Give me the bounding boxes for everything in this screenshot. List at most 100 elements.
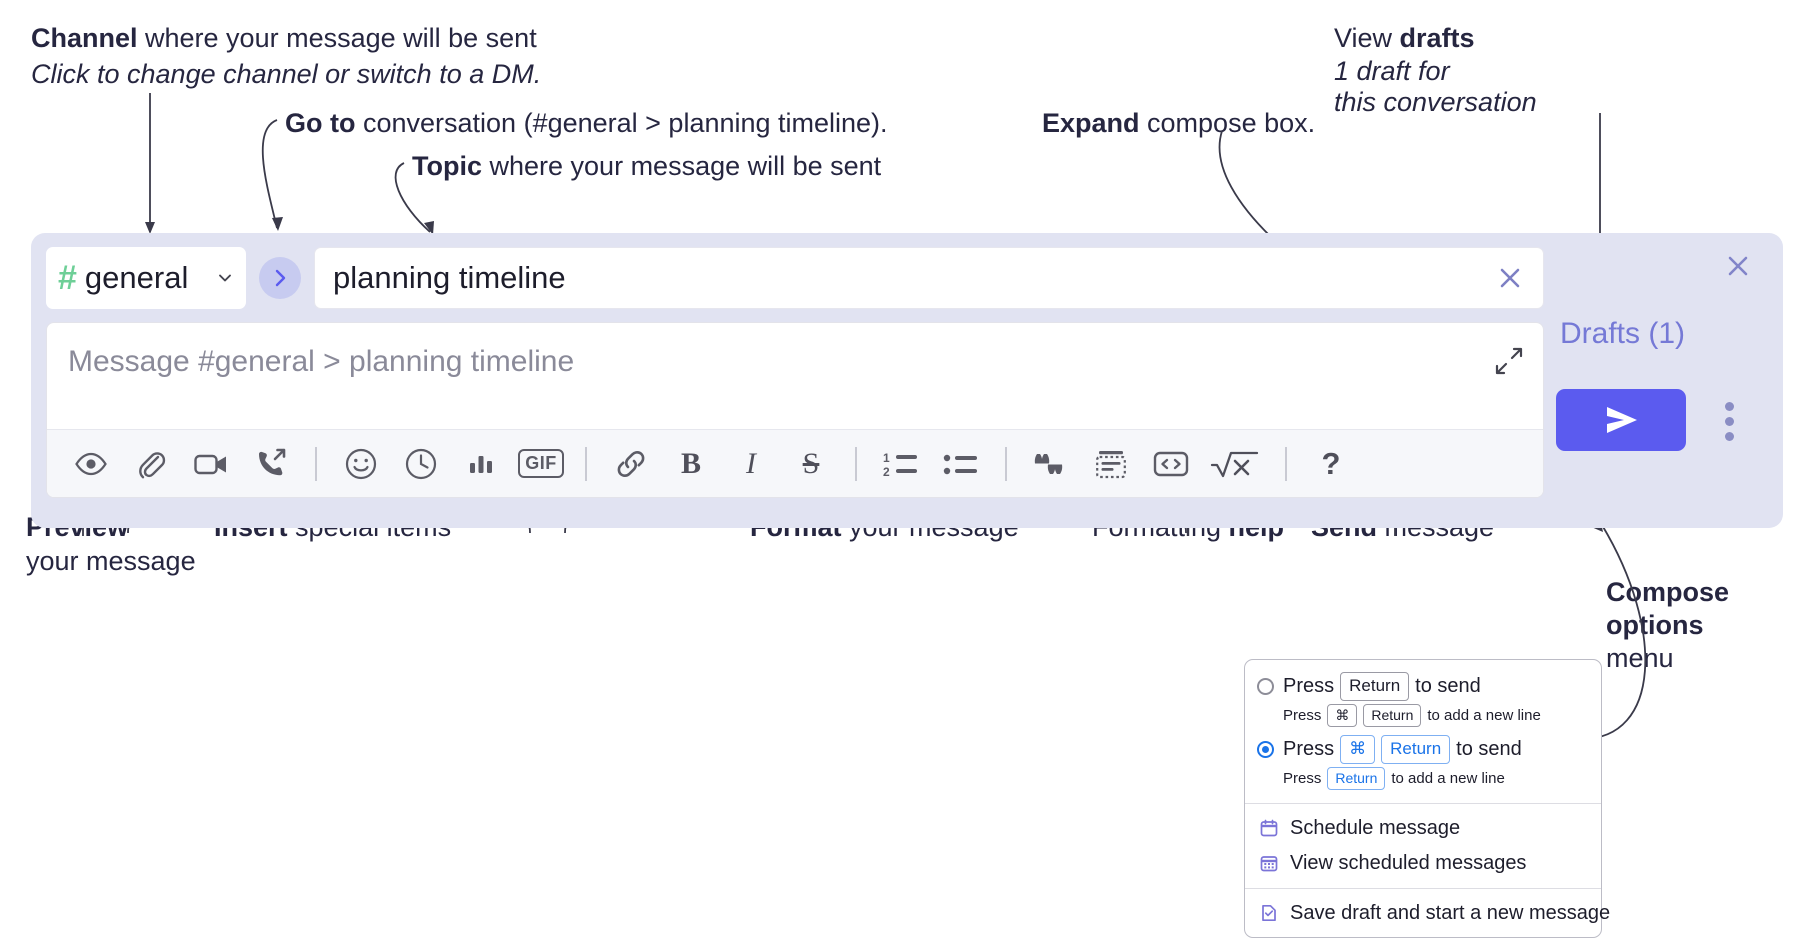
menu-radio-sub: Press Return to add a new line [1245, 764, 1601, 796]
annotation-drafts: View drafts [1334, 22, 1475, 54]
help-icon[interactable]: ? [1309, 442, 1353, 486]
key-badge: ⌘ [1327, 703, 1358, 727]
message-input-box[interactable]: Message #general > planning timeline [46, 322, 1544, 498]
calendar-schedule-icon [1259, 818, 1279, 838]
math-icon[interactable] [1209, 442, 1263, 486]
code-icon[interactable] [1149, 442, 1193, 486]
annotation-channel-sub: Click to change channel or switch to a D… [31, 58, 541, 90]
poll-icon[interactable] [459, 442, 503, 486]
goto-conversation-button[interactable] [259, 257, 301, 299]
annotation-goto-bold: Go to [285, 108, 356, 138]
overflow-dot [1724, 416, 1734, 426]
topic-input[interactable]: planning timeline [314, 247, 1544, 309]
channel-selector[interactable]: # general [46, 247, 246, 309]
expand-icon[interactable] [1493, 345, 1525, 377]
emoji-icon[interactable] [339, 442, 383, 486]
key-badge: Return [1340, 672, 1410, 701]
menu-divider [1245, 887, 1601, 889]
attachment-icon[interactable] [129, 442, 173, 486]
menu-item-label: Save draft and start a new message [1290, 901, 1611, 924]
annotation-goto: Go to conversation (#general > planning … [285, 107, 888, 139]
annotation-preview-line2-text: your message [26, 546, 196, 576]
drafts-link[interactable]: Drafts (1) [1560, 317, 1686, 350]
calendar-grid-icon [1259, 853, 1279, 873]
save-draft-icon [1259, 903, 1279, 923]
key-badge: Return [1363, 703, 1422, 727]
gif-icon[interactable]: GIF [518, 442, 564, 486]
annotation-expand: Expand compose box. [1042, 107, 1315, 139]
annotation-channel-bold: Channel [31, 23, 138, 53]
chevron-down-icon [216, 269, 234, 287]
compose-panel: # general planning timeline Message #gen… [31, 233, 1783, 528]
menu-radio-option[interactable]: Press Return to send [1245, 670, 1601, 701]
topic-value: planning timeline [333, 260, 566, 295]
link-icon[interactable] [609, 442, 653, 486]
italic-label: I [746, 446, 756, 480]
radio-action-text: to send [1415, 674, 1481, 697]
annotation-drafts-italic2: this conversation [1334, 87, 1537, 117]
annotation-expand-bold: Expand [1042, 108, 1140, 138]
send-button[interactable] [1556, 389, 1686, 451]
overflow-dot [1724, 431, 1734, 441]
radio-label: Press ⌘ Return to send [1283, 734, 1522, 764]
key-badge: Return [1381, 734, 1451, 764]
annotation-drafts-sub2: this conversation [1334, 86, 1537, 118]
radio-button[interactable] [1257, 740, 1274, 758]
annotation-drafts-sub1: 1 draft for [1334, 55, 1450, 87]
menu-item-save-draft[interactable]: Save draft and start a new message [1245, 896, 1610, 931]
annotation-goto-rest: conversation (#general > planning timeli… [355, 108, 888, 138]
compose-options-menu: Press Return to send Press ⌘ Return to a… [1244, 659, 1610, 938]
radio-press-text: Press [1283, 737, 1335, 760]
clock-icon[interactable] [399, 442, 443, 486]
italic-icon[interactable]: I [729, 442, 773, 486]
annotation-drafts-bold: drafts [1399, 23, 1475, 53]
preview-icon[interactable] [69, 442, 113, 486]
radio-label: Press Return to send [1283, 672, 1481, 701]
annotation-preview-line2: your message [26, 545, 196, 577]
compose-options-button[interactable] [1712, 399, 1746, 443]
radio-press-text: Press [1283, 674, 1335, 697]
code-block-icon[interactable] [1089, 442, 1133, 486]
annotation-compose-options-bold1: Compose [1606, 577, 1730, 607]
toolbar-separator [1285, 446, 1287, 481]
strikethrough-icon[interactable]: S [789, 442, 833, 486]
annotation-channel-italic: Click to change channel or switch to a D… [31, 59, 542, 89]
bold-label: B [680, 446, 701, 480]
strikethrough-label: S [802, 446, 820, 480]
menu-radio-option[interactable]: Press ⌘ Return to send [1245, 733, 1601, 764]
bold-icon[interactable]: B [669, 442, 713, 486]
annotation-channel-rest: where your message will be sent [137, 23, 537, 53]
svg-text:1: 1 [883, 451, 890, 465]
compose-inner: # general planning timeline Message #gen… [46, 247, 1544, 513]
toolbar-separator [1005, 446, 1007, 481]
menu-divider [1245, 802, 1601, 804]
close-icon[interactable] [1721, 249, 1755, 283]
radio-button[interactable] [1257, 677, 1274, 695]
help-label: ? [1321, 445, 1341, 481]
compose-header-row: # general planning timeline [46, 247, 1544, 309]
blockquote-icon[interactable] [1029, 442, 1073, 486]
close-icon[interactable] [1493, 261, 1527, 295]
bulleted-list-icon[interactable] [939, 442, 983, 486]
menu-item-view-scheduled[interactable]: View scheduled messages [1245, 846, 1601, 881]
compose-right-column: Drafts (1) [1544, 233, 1783, 528]
menu-item-label: Schedule message [1290, 816, 1461, 839]
svg-text:2: 2 [883, 465, 890, 479]
toolbar-separator [855, 446, 857, 481]
key-badge: ⌘ [1340, 734, 1376, 764]
annotation-compose-options-1: Compose [1606, 576, 1729, 608]
annotation-drafts-italic1: 1 draft for [1334, 56, 1450, 86]
channel-name: general [84, 260, 189, 295]
video-icon[interactable] [189, 442, 233, 486]
toolbar-separator [315, 446, 317, 481]
annotation-compose-options-3: menu [1606, 642, 1674, 674]
annotation-topic: Topic where your message will be sent [412, 150, 881, 182]
menu-item-schedule-message[interactable]: Schedule message [1245, 811, 1601, 846]
toolbar-separator [585, 446, 587, 481]
hash-icon: # [58, 259, 77, 297]
ordered-list-icon[interactable]: 1 2 [879, 442, 923, 486]
menu-item-label: View scheduled messages [1290, 851, 1527, 874]
chevron-right-icon [275, 269, 286, 287]
huddle-icon[interactable] [249, 442, 293, 486]
overflow-dot [1724, 401, 1734, 411]
